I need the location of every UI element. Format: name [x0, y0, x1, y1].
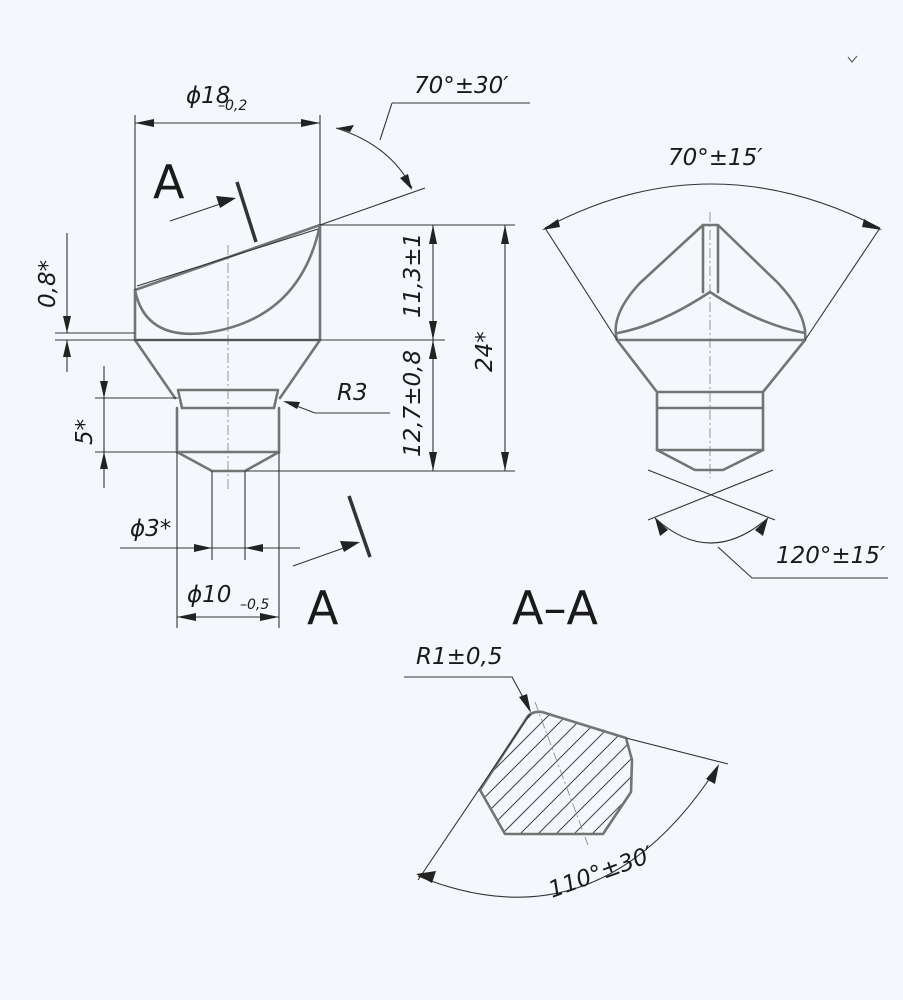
front-tip — [175, 450, 281, 473]
side-lower-curve — [616, 290, 807, 335]
dim-neck-diameter: ϕ10 — [187, 582, 231, 608]
section-label-lower: A — [307, 581, 339, 635]
side-dim-tip-angle: 120°±15′ — [776, 543, 886, 569]
dim-radius: R3 — [337, 380, 368, 406]
front-upper-body — [133, 223, 322, 342]
section-cut-marker-upper — [169, 181, 258, 243]
dim-top-diameter: ϕ18 — [186, 83, 230, 109]
dim-upper-height: 11,3±1 — [400, 233, 426, 318]
corner-mark — [847, 55, 858, 63]
side-ridge — [701, 223, 720, 294]
side-groove — [655, 390, 765, 410]
section-view: A–A — [404, 581, 729, 904]
section-dim-radius: R1±0,5 — [416, 644, 502, 670]
section-arrowheads — [416, 694, 719, 883]
dim-total-height: 24* — [472, 331, 498, 372]
section-dim-angle: 110°±30′ — [545, 842, 657, 904]
front-cone — [133, 338, 322, 400]
dim-neck: 5* — [72, 419, 98, 445]
section-title: A–A — [512, 581, 598, 635]
side-neck — [655, 406, 765, 452]
front-arrowheads — [63, 119, 509, 621]
side-view: 70°±15′ 120°±15′ — [542, 145, 888, 579]
side-tip — [655, 448, 765, 472]
dim-neck-diameter-tol: –0,5 — [240, 597, 269, 613]
dim-tip-diameter: ϕ3* — [130, 516, 171, 542]
front-elliptic-face — [133, 223, 322, 336]
dim-lower-height: 12,7±0,8 — [400, 350, 426, 457]
side-top-face — [614, 223, 807, 342]
front-extension-lines — [55, 115, 515, 628]
front-neck — [175, 406, 281, 454]
side-dimension-lines — [544, 183, 888, 579]
front-view: ϕ18 –0,2 70°±30′ 0,8* 11,3±1 24* 12,7±0,… — [35, 73, 530, 635]
dim-top-angle: 70°±30′ — [414, 73, 509, 99]
section-axis — [534, 701, 589, 846]
section-label-upper: A — [153, 155, 185, 209]
front-radius-groove — [176, 388, 280, 410]
section-hatching — [480, 711, 632, 834]
dim-top-diameter-tol: –0,2 — [218, 98, 247, 114]
dim-step: 0,8* — [35, 260, 61, 308]
front-face-edge — [136, 228, 319, 287]
side-arrowheads — [542, 219, 882, 536]
section-dimension-lines — [404, 676, 729, 898]
section-outline — [478, 710, 634, 836]
section-cut-marker-lower — [292, 495, 372, 567]
side-cone — [615, 338, 807, 394]
side-dim-top-angle: 70°±15′ — [668, 145, 763, 171]
